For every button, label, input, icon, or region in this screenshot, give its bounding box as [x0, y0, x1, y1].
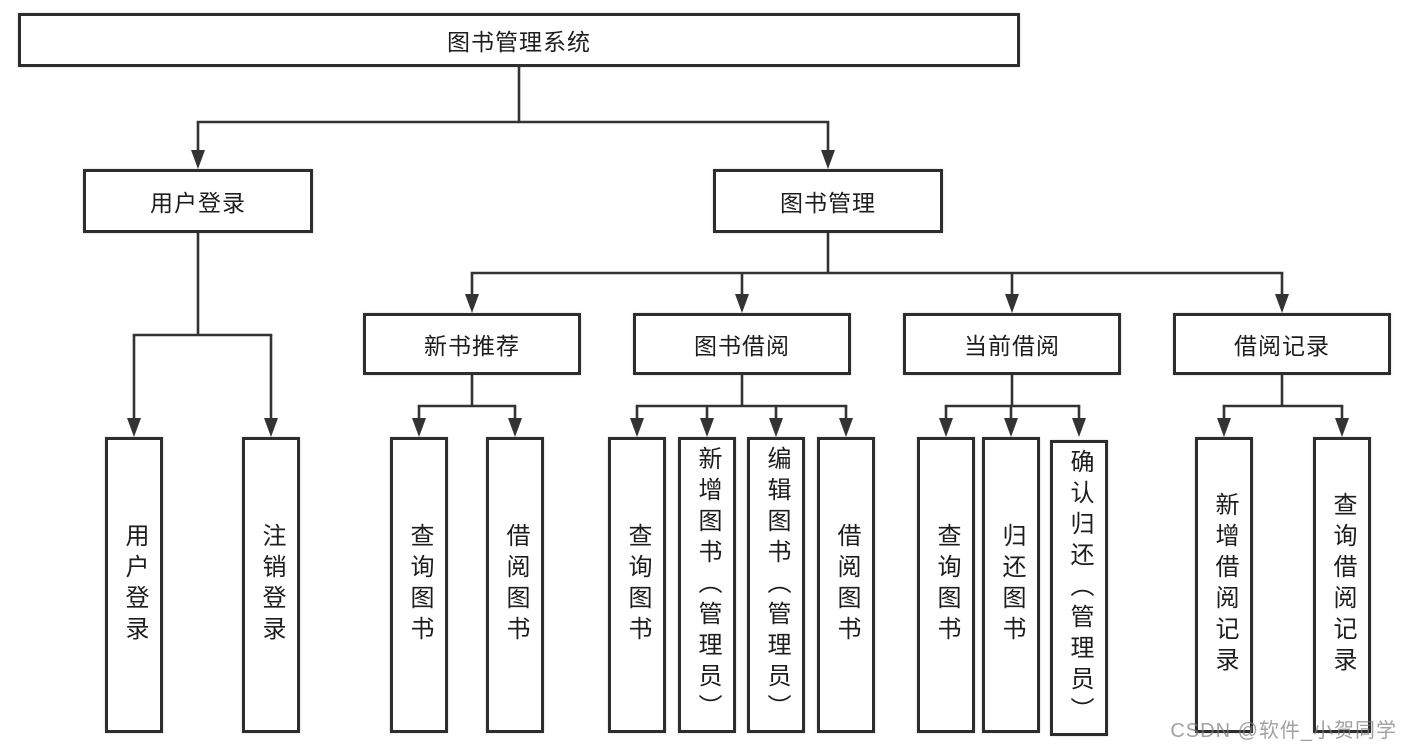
- arrowhead-icon: [191, 150, 205, 169]
- node-label: 查询图书: [624, 523, 651, 647]
- watermark: CSDN @软件_小贺同学: [1170, 720, 1397, 742]
- arrowhead-icon: [735, 294, 749, 313]
- node-borrow-books-leaf: 借阅图书: [817, 437, 875, 733]
- node-current-borrow: 当前借阅: [903, 313, 1121, 375]
- node-book-borrow: 图书借阅: [633, 313, 851, 375]
- node-label: 编辑图书（管理员）: [763, 445, 790, 725]
- arrowhead-icon: [465, 294, 479, 313]
- node-label: 注销登录: [258, 523, 285, 647]
- arrowhead-icon: [1335, 418, 1349, 437]
- node-label: 图书借阅: [694, 333, 790, 359]
- node-label: 新增图书（管理员）: [694, 445, 721, 725]
- node-label: 借阅图书: [502, 523, 529, 647]
- node-confirm-return-admin: 确认归还（管理员）: [1050, 440, 1108, 736]
- arrowhead-icon: [1275, 294, 1289, 313]
- node-user-login-leaf: 用户登录: [105, 437, 163, 733]
- node-label: 当前借阅: [964, 333, 1060, 359]
- arrowhead-icon: [1004, 418, 1018, 437]
- node-library-system: 图书管理系统: [18, 13, 1020, 67]
- connector-group: [630, 375, 853, 437]
- connector-group: [465, 233, 1289, 313]
- arrowhead-icon: [508, 418, 522, 437]
- arrowhead-icon: [769, 418, 783, 437]
- arrowhead-icon: [630, 418, 644, 437]
- arrowhead-icon: [1217, 418, 1231, 437]
- node-label: 用户登录: [150, 190, 246, 216]
- node-query-borrow-record: 查询借阅记录: [1313, 437, 1371, 733]
- node-label: 用户登录: [121, 523, 148, 647]
- arrowhead-icon: [1005, 294, 1019, 313]
- node-label: 新书推荐: [424, 333, 520, 359]
- node-label: 图书管理系统: [447, 29, 591, 55]
- arrowhead-icon: [412, 418, 426, 437]
- connector-group: [412, 375, 522, 437]
- node-label: 归还图书: [998, 523, 1025, 647]
- node-label: 查询借阅记录: [1329, 492, 1356, 678]
- node-label: 查询图书: [933, 523, 960, 647]
- connector-group: [1217, 375, 1349, 437]
- arrowhead-icon: [264, 418, 278, 437]
- connector-group: [191, 67, 835, 169]
- connector-group: [939, 375, 1086, 437]
- arrowhead-icon: [939, 418, 953, 437]
- node-add-books-admin: 新增图书（管理员）: [678, 437, 736, 733]
- arrowhead-icon: [839, 418, 853, 437]
- node-logout-leaf: 注销登录: [242, 437, 300, 733]
- node-add-borrow-record: 新增借阅记录: [1195, 437, 1253, 733]
- node-user-login-branch: 用户登录: [83, 169, 313, 233]
- node-label: 新增借阅记录: [1211, 492, 1238, 678]
- connector-group: [127, 233, 278, 437]
- node-query-books-current: 查询图书: [917, 437, 975, 733]
- arrowhead-icon: [127, 418, 141, 437]
- node-borrow-records: 借阅记录: [1173, 313, 1391, 375]
- node-edit-books-admin: 编辑图书（管理员）: [747, 437, 805, 733]
- arrowhead-icon: [700, 418, 714, 437]
- node-label: 查询图书: [406, 523, 433, 647]
- node-borrow-books-recommend: 借阅图书: [486, 437, 544, 733]
- node-new-book-recommend: 新书推荐: [363, 313, 581, 375]
- node-query-books-recommend: 查询图书: [390, 437, 448, 733]
- arrowhead-icon: [821, 150, 835, 169]
- node-label: 借阅图书: [833, 523, 860, 647]
- node-book-management-branch: 图书管理: [713, 169, 943, 233]
- node-label: 借阅记录: [1234, 333, 1330, 359]
- arrowhead-icon: [1072, 418, 1086, 437]
- node-label: 图书管理: [780, 190, 876, 216]
- node-label: 确认归还（管理员）: [1066, 448, 1093, 728]
- node-query-books-borrow: 查询图书: [608, 437, 666, 733]
- node-return-books: 归还图书: [982, 437, 1040, 733]
